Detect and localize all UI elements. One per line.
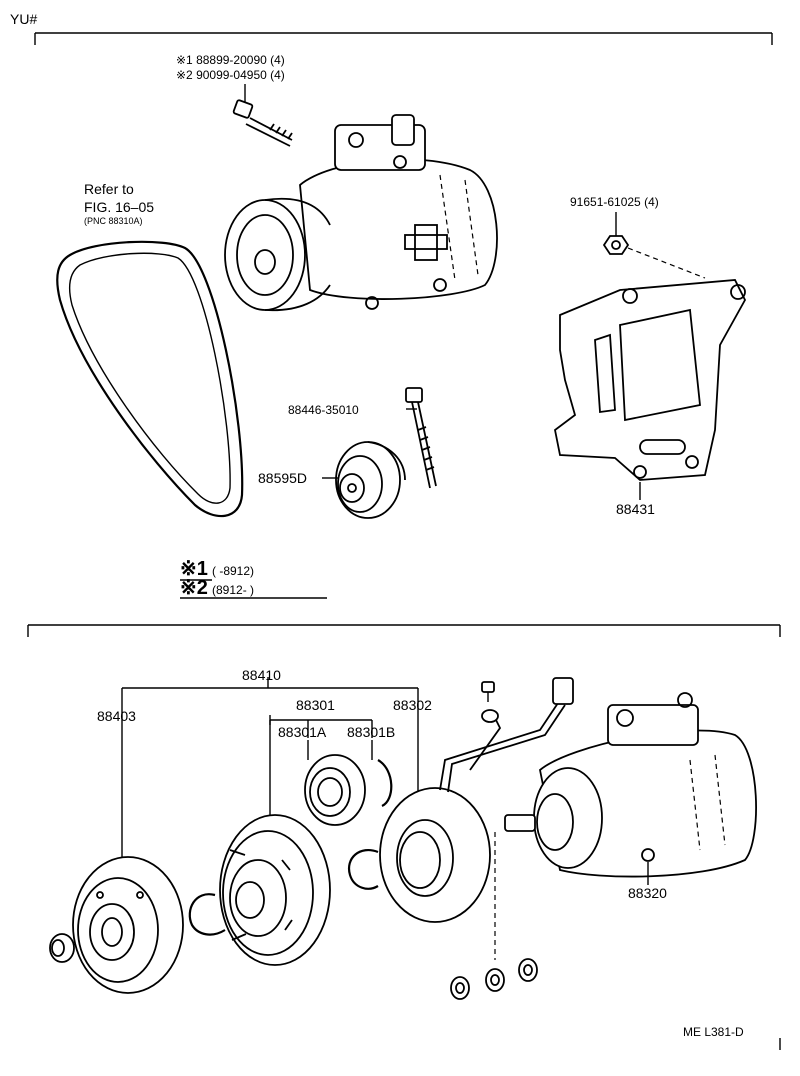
assembly-part-number: 88410 xyxy=(242,667,281,683)
v-belt xyxy=(56,240,244,518)
field-coil-stator xyxy=(379,677,574,923)
bolt-part-2: ※2 90099-04950 (4) xyxy=(176,68,285,82)
refer-line-2: FIG. 16–05 xyxy=(84,199,154,215)
pressure-plate-part-number: 88403 xyxy=(97,708,136,724)
serial-legend: ※1 ( -8912) ※2 (8912- ) xyxy=(180,558,327,599)
assembly-bracket-88410 xyxy=(121,677,419,868)
idler-bolt-part-number: 88446-35010 xyxy=(288,403,359,417)
idler-pulley xyxy=(335,441,406,519)
assembly-bracket-88301 xyxy=(269,719,373,820)
bracket-part-number: 88431 xyxy=(616,501,655,517)
pulley-a-part-number: 88301A xyxy=(278,724,327,740)
compressor-part-number: 88320 xyxy=(628,885,667,901)
magnetic-pulley xyxy=(219,814,331,966)
legend-range-2: (8912- ) xyxy=(212,583,254,597)
bolt-part-1: ※1 88899-20090 (4) xyxy=(176,53,285,67)
compressor-mounted xyxy=(224,114,498,312)
refer-line-1: Refer to xyxy=(84,181,134,197)
pressure-plate xyxy=(72,856,184,994)
pulley-bearing-a xyxy=(304,754,366,826)
idler-pulley-part-number: 88595D xyxy=(258,470,307,486)
pulley-b-part-number: 88301B xyxy=(347,724,395,740)
pulley-part-number: 88301 xyxy=(296,697,335,713)
legend-range-1: ( -8912) xyxy=(212,564,254,578)
compressor-bolt xyxy=(232,84,293,147)
nut xyxy=(602,235,706,279)
small-screw xyxy=(481,681,495,702)
stator-part-number: 88302 xyxy=(393,697,432,713)
nut-part-number: 91651-61025 (4) xyxy=(570,195,659,209)
legend-mark-2: ※2 xyxy=(180,577,208,599)
pulley-bearing-b xyxy=(377,759,393,807)
snap-ring-2 xyxy=(347,849,379,890)
snap-ring-1 xyxy=(188,893,226,936)
section-bracket-bottom xyxy=(27,624,781,1050)
shim-nut xyxy=(49,933,75,963)
compressor-unit xyxy=(504,692,757,878)
compressor-bracket xyxy=(554,279,747,500)
legend-mark-1: ※1 xyxy=(180,558,208,580)
model-code: YU# xyxy=(10,11,37,27)
refer-line-3: (PNC 88310A) xyxy=(84,216,143,226)
drawing-id: ME L381-D xyxy=(683,1025,744,1039)
shims xyxy=(450,958,538,1000)
section-bracket-top xyxy=(34,32,773,45)
idler-bolt xyxy=(405,387,437,489)
